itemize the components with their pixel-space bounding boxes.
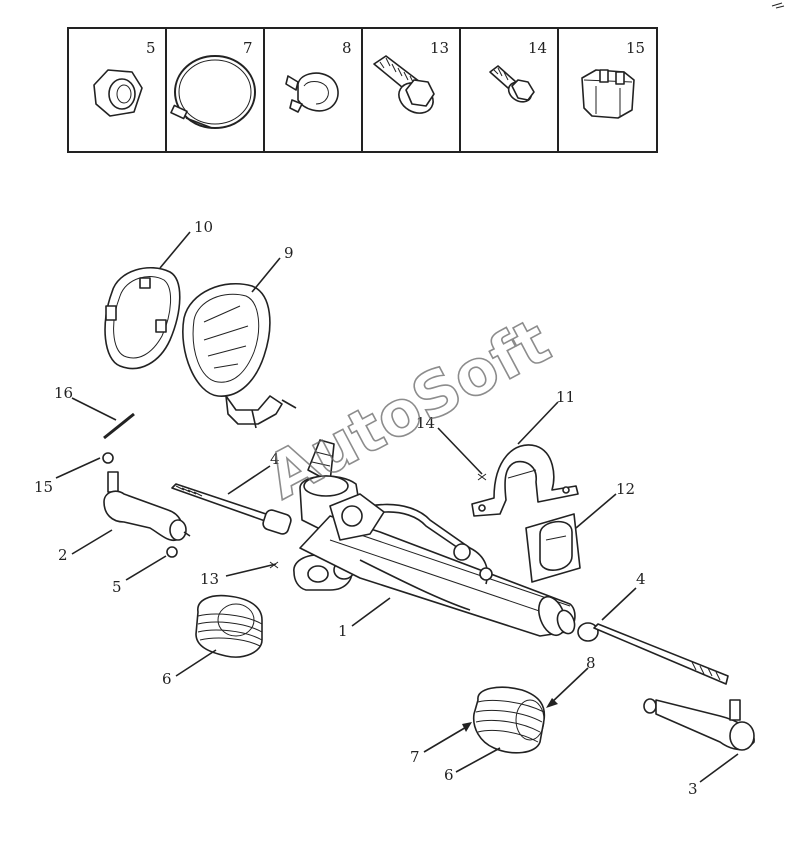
- callout-6-right: 6: [444, 766, 454, 784]
- header-number-15: 15: [626, 39, 645, 57]
- flange-bolt-icon: [373, 55, 435, 114]
- corner-mark: [771, 2, 785, 9]
- header-cell-7: 7: [170, 39, 256, 129]
- part-16-cotter-pin: [103, 412, 137, 442]
- callout-13: 13: [200, 570, 219, 588]
- autosoft-watermark: AutoSoft: [255, 304, 561, 513]
- header-number-14: 14: [528, 39, 547, 57]
- header-number-13: 13: [430, 39, 449, 57]
- header-number-5: 5: [146, 39, 156, 57]
- header-cell-5: 5: [93, 39, 156, 117]
- part-3-tie-rod-end-right: [643, 698, 755, 751]
- part-2-tie-rod-end-left: [103, 471, 191, 542]
- header-cell-8: 8: [285, 39, 352, 113]
- spring-clip-icon: [285, 72, 339, 113]
- part-9-dust-boot: [182, 282, 297, 429]
- part-4-inner-tie-rod-right: [577, 622, 729, 685]
- part-15-castle-nut: [102, 452, 114, 464]
- header-cell-15: 15: [581, 39, 645, 119]
- callout-4-left: 4: [270, 450, 280, 468]
- leader-lines: [55, 231, 739, 783]
- header-number-7: 7: [243, 39, 253, 57]
- callout-16: 16: [54, 384, 73, 402]
- callout-6-left: 6: [162, 670, 172, 688]
- callout-10: 10: [194, 218, 213, 236]
- part-10-gasket: [104, 267, 181, 370]
- callout-7-label: 7: [410, 748, 420, 766]
- callout-12: 12: [616, 480, 635, 498]
- callout-15: 15: [34, 478, 53, 496]
- hex-nut-icon: [93, 69, 143, 117]
- callout-9: 9: [284, 244, 294, 262]
- part-5-nut: [166, 546, 178, 558]
- callout-5: 5: [112, 578, 122, 596]
- header-cell-13: 13: [373, 39, 449, 114]
- parts-header-table: 5 7 8: [67, 27, 658, 153]
- callout-14: 14: [416, 414, 435, 432]
- part-12-rubber-bushing: [525, 513, 581, 583]
- small-bolt-icon: [489, 65, 535, 103]
- castle-nut-icon: [581, 69, 635, 119]
- callout-numbers: 10 9 16 15 2 5 4 13 6 1 14 11 12 4 8 7 7…: [34, 218, 698, 798]
- part-4-inner-tie-rod-left: [171, 483, 292, 535]
- callout-11: 11: [556, 388, 575, 406]
- part-6-bellows-right: [472, 686, 546, 754]
- header-cell-14: 14: [489, 39, 547, 103]
- callout-1: 1: [338, 622, 348, 640]
- boot-clamp-ring-icon: [170, 55, 256, 129]
- callout-4-right: 4: [636, 570, 646, 588]
- part-1-rack-housing: [293, 439, 576, 637]
- callout-8: 8: [586, 654, 596, 672]
- part-6-bellows-left: [195, 594, 263, 658]
- part-11-clamp-bracket: [471, 444, 579, 517]
- callout-3: 3: [688, 780, 698, 798]
- callout-2: 2: [58, 546, 68, 564]
- header-number-8: 8: [342, 39, 352, 57]
